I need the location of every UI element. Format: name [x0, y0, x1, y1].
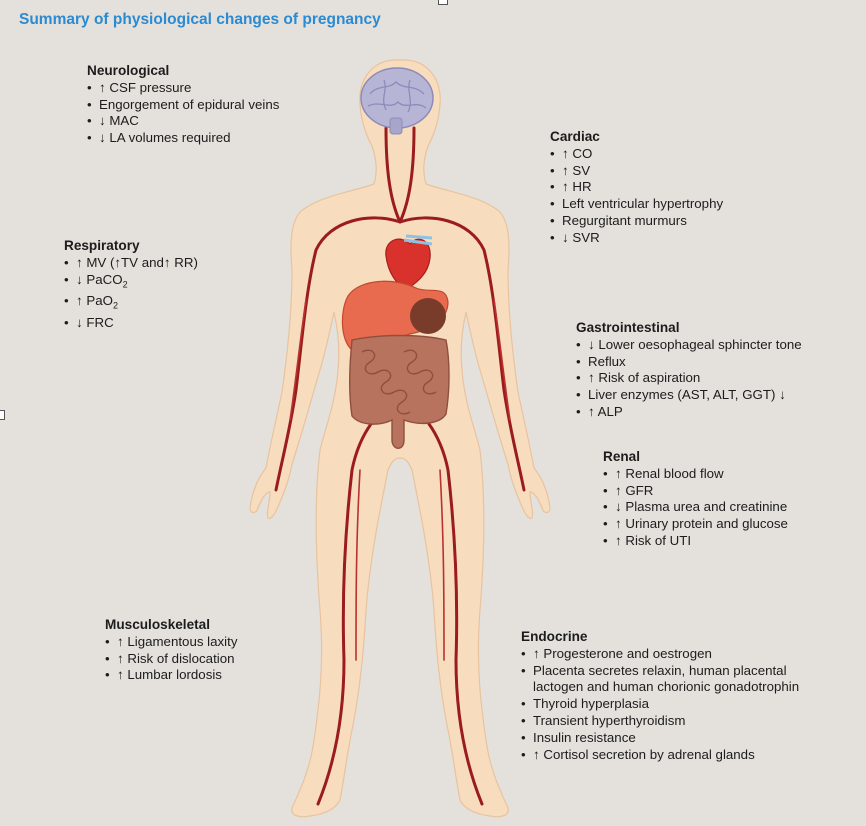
respiratory-item: ↓ PaCO2: [64, 272, 198, 293]
pao2-subscript: 2: [112, 300, 118, 311]
renal-heading: Renal: [603, 449, 641, 464]
neurological-item: ↑ CSF pressure: [87, 80, 279, 97]
endocrine-item-line: Placenta secretes relaxin, human placent…: [533, 662, 787, 678]
paco2-subscript: 2: [122, 279, 128, 290]
cardiac-item: Regurgitant murmurs: [550, 213, 723, 230]
renal-item: ↓ Plasma urea and creatinine: [603, 499, 788, 516]
endocrine-item: ↑ Progesterone and oestrogen: [521, 646, 799, 663]
renal-group: Renal ↑ Renal blood flow ↑ GFR ↓ Plasma …: [603, 449, 788, 550]
gastrointestinal-item: ↑ Risk of aspiration: [576, 370, 802, 387]
human-body-figure: [249, 59, 551, 818]
renal-item: ↑ GFR: [603, 483, 788, 500]
heart-icon: [385, 234, 433, 291]
neurological-item: ↓ MAC: [87, 113, 279, 130]
gastrointestinal-item: Reflux: [576, 354, 802, 371]
endocrine-item: Insulin resistance: [521, 730, 799, 747]
endocrine-item: ↑ Cortisol secretion by adrenal glands: [521, 747, 799, 764]
pao2-text: ↑ PaO: [76, 293, 113, 309]
minor-vessels: [289, 299, 511, 661]
cardiac-item: ↑ HR: [550, 179, 723, 196]
neurological-heading: Neurological: [87, 63, 170, 78]
endocrine-heading: Endocrine: [521, 629, 588, 644]
gastrointestinal-item: ↑ ALP: [576, 404, 802, 421]
brain-icon: [360, 67, 434, 135]
musculoskeletal-item: ↑ Risk of dislocation: [105, 651, 237, 668]
gastrointestinal-item: Liver enzymes (AST, ALT, GGT) ↓: [576, 387, 802, 404]
neurological-group: Neurological ↑ CSF pressure Engorgement …: [87, 63, 279, 147]
gastrointestinal-heading: Gastrointestinal: [576, 320, 680, 335]
cardiac-item: Left ventricular hypertrophy: [550, 196, 723, 213]
cardiac-item: ↓ SVR: [550, 230, 723, 247]
musculoskeletal-group: Musculoskeletal ↑ Ligamentous laxity ↑ R…: [105, 617, 237, 684]
arteries: [274, 126, 526, 806]
respiratory-heading: Respiratory: [64, 238, 140, 253]
selection-handle-left: [0, 410, 5, 420]
endocrine-item: Thyroid hyperplasia: [521, 696, 799, 713]
cardiac-item: ↑ CO: [550, 146, 723, 163]
gastrointestinal-group: Gastrointestinal ↓ Lower oesophageal sph…: [576, 320, 802, 421]
intestine-icon: [348, 334, 450, 449]
endocrine-item: Transient hyperthyroidism: [521, 713, 799, 730]
renal-item: ↑ Risk of UTI: [603, 533, 788, 550]
respiratory-item: ↓ FRC: [64, 315, 198, 332]
paco2-text: ↓ PaCO: [76, 271, 123, 287]
endocrine-item: Placenta secretes relaxin, human placent…: [521, 663, 799, 697]
cardiac-heading: Cardiac: [550, 129, 600, 144]
cardiac-group: Cardiac ↑ CO ↑ SV ↑ HR Left ventricular …: [550, 129, 723, 247]
neurological-item: Engorgement of epidural veins: [87, 97, 279, 114]
respiratory-item: ↑ MV (↑TV and↑ RR): [64, 255, 198, 272]
renal-item: ↑ Urinary protein and glucose: [603, 516, 788, 533]
diagram-title: Summary of physiological changes of preg…: [19, 11, 381, 28]
musculoskeletal-heading: Musculoskeletal: [105, 617, 211, 632]
neurological-item: ↓ LA volumes required: [87, 130, 279, 147]
selection-handle-top: [438, 0, 448, 5]
renal-item: ↑ Renal blood flow: [603, 466, 788, 483]
musculoskeletal-item: ↑ Lumbar lordosis: [105, 667, 237, 684]
cardiac-item: ↑ SV: [550, 163, 723, 180]
gastrointestinal-item: ↓ Lower oesophageal sphincter tone: [576, 337, 802, 354]
liver-icon: [341, 280, 449, 351]
respiratory-item: ↑ PaO2: [64, 293, 198, 314]
musculoskeletal-item: ↑ Ligamentous laxity: [105, 634, 237, 651]
endocrine-group: Endocrine ↑ Progesterone and oestrogen P…: [521, 629, 799, 763]
endocrine-item-continuation: lactogen and human chorionic gonadotroph…: [533, 679, 800, 695]
respiratory-group: Respiratory ↑ MV (↑TV and↑ RR) ↓ PaCO2 ↑…: [64, 238, 198, 331]
